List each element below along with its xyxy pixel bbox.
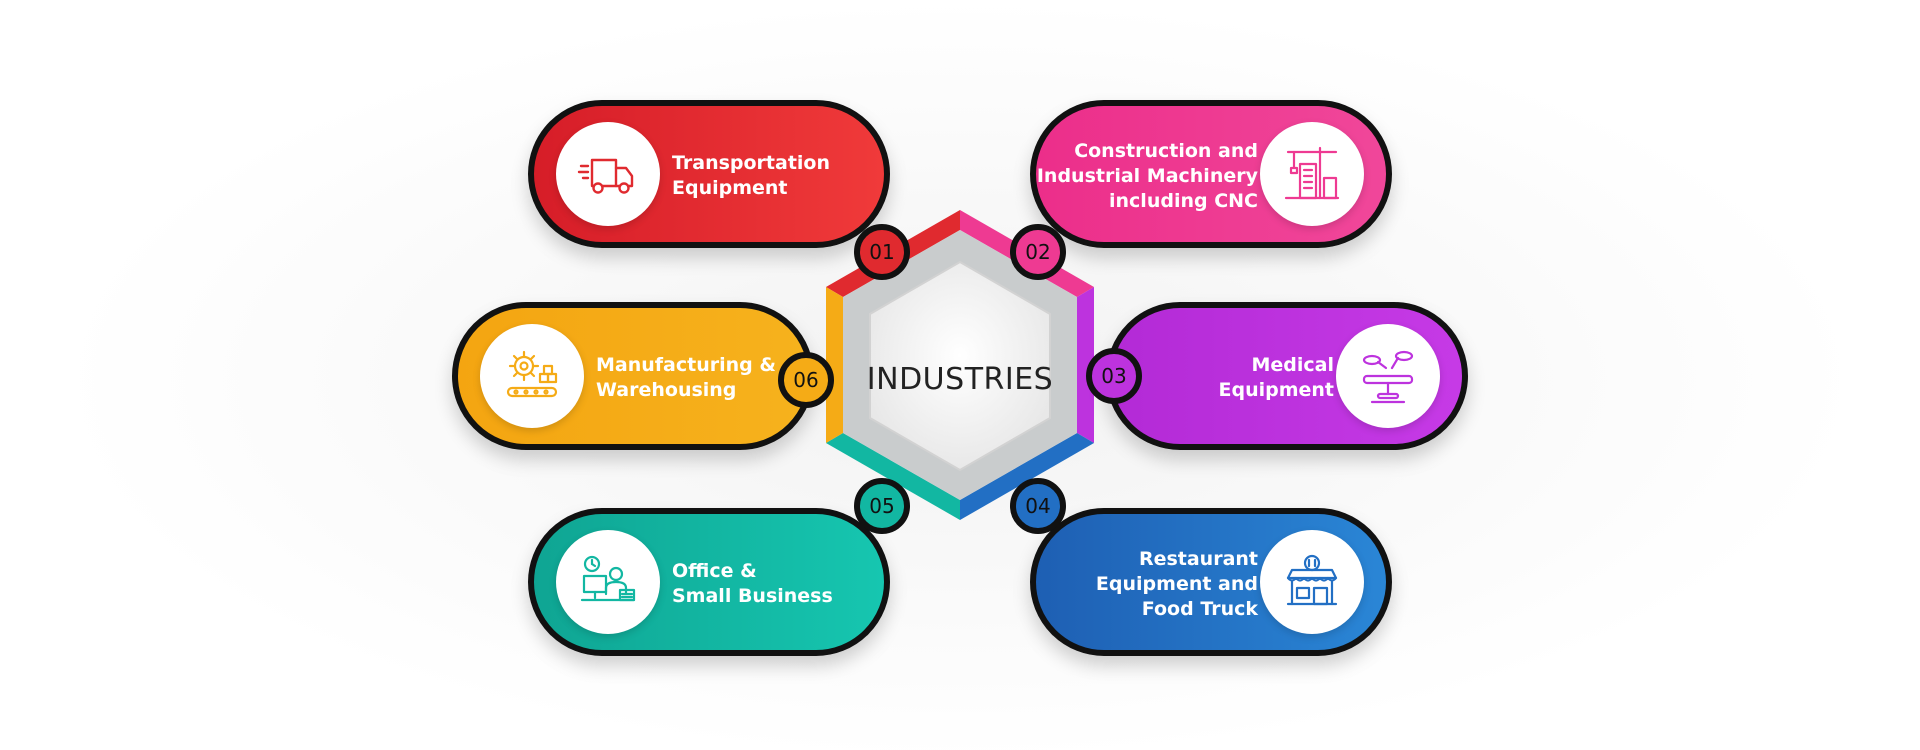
number-badge-02: 02 — [1010, 224, 1066, 280]
card-construction-machinery: Construction and Industrial Machinery in… — [1030, 100, 1392, 248]
icon-circle-05 — [556, 530, 660, 634]
badge-number: 02 — [1025, 240, 1051, 264]
label-line: Industrial Machinery — [1036, 165, 1258, 187]
number-badge-01: 01 — [854, 224, 910, 280]
number-badge-06: 06 — [778, 352, 834, 408]
label-line: including CNC — [1109, 190, 1258, 212]
badge-number: 05 — [869, 494, 895, 518]
card-manufacturing-warehousing: Manufacturing & Warehousing — [452, 302, 814, 450]
label-02: Construction and Industrial Machinery in… — [1037, 139, 1258, 214]
label-line: Transportation — [672, 152, 831, 174]
label-04: Restaurant Equipment and Food Truck — [1096, 547, 1258, 622]
truck-icon — [577, 158, 634, 194]
badge-number: 06 — [793, 368, 819, 392]
label-line: Manufacturing & — [596, 354, 776, 376]
label-line: Equipment and — [1095, 573, 1258, 595]
icon-circle-01 — [556, 122, 660, 226]
center-hexagon — [826, 210, 1094, 520]
center-title: INDUSTRIES — [866, 362, 1054, 397]
badge-number: 04 — [1025, 494, 1051, 518]
icon-circle-06 — [480, 324, 584, 428]
number-badge-03: 03 — [1086, 348, 1142, 404]
icon-circle-03 — [1336, 324, 1440, 428]
icon-circle-04 — [1260, 530, 1364, 634]
number-badge-05: 05 — [854, 478, 910, 534]
label-01: Transportation Equipment — [672, 151, 830, 201]
crane-building-icon — [1284, 146, 1340, 200]
badge-number: 01 — [869, 240, 895, 264]
surgical-table-icon — [1362, 350, 1414, 404]
card-restaurant-food-truck: Restaurant Equipment and Food Truck — [1030, 508, 1392, 656]
office-worker-icon — [580, 555, 636, 602]
badge-number: 03 — [1101, 364, 1127, 388]
gear-conveyor-icon — [506, 350, 558, 398]
label-line: Equipment — [672, 177, 788, 199]
number-badge-04: 04 — [1010, 478, 1066, 534]
card-transportation-equipment: Transportation Equipment — [528, 100, 890, 248]
icon-circle-02 — [1260, 122, 1364, 226]
label-line: Medical — [1251, 354, 1334, 376]
label-05: Office & Small Business — [672, 559, 833, 609]
label-line: Warehousing — [596, 379, 737, 401]
label-line: Office & — [672, 560, 757, 582]
card-medical-equipment: Medical Equipment — [1106, 302, 1468, 450]
label-line: Restaurant — [1138, 548, 1258, 570]
label-06: Manufacturing & Warehousing — [596, 353, 776, 403]
label-line: Equipment — [1218, 379, 1334, 401]
label-03: Medical Equipment — [1218, 353, 1334, 403]
card-office-small-business: Office & Small Business — [528, 508, 890, 656]
label-line: Construction and — [1074, 140, 1258, 162]
label-line: Food Truck — [1141, 598, 1258, 620]
restaurant-store-icon — [1286, 554, 1338, 606]
label-line: Small Business — [672, 585, 833, 607]
